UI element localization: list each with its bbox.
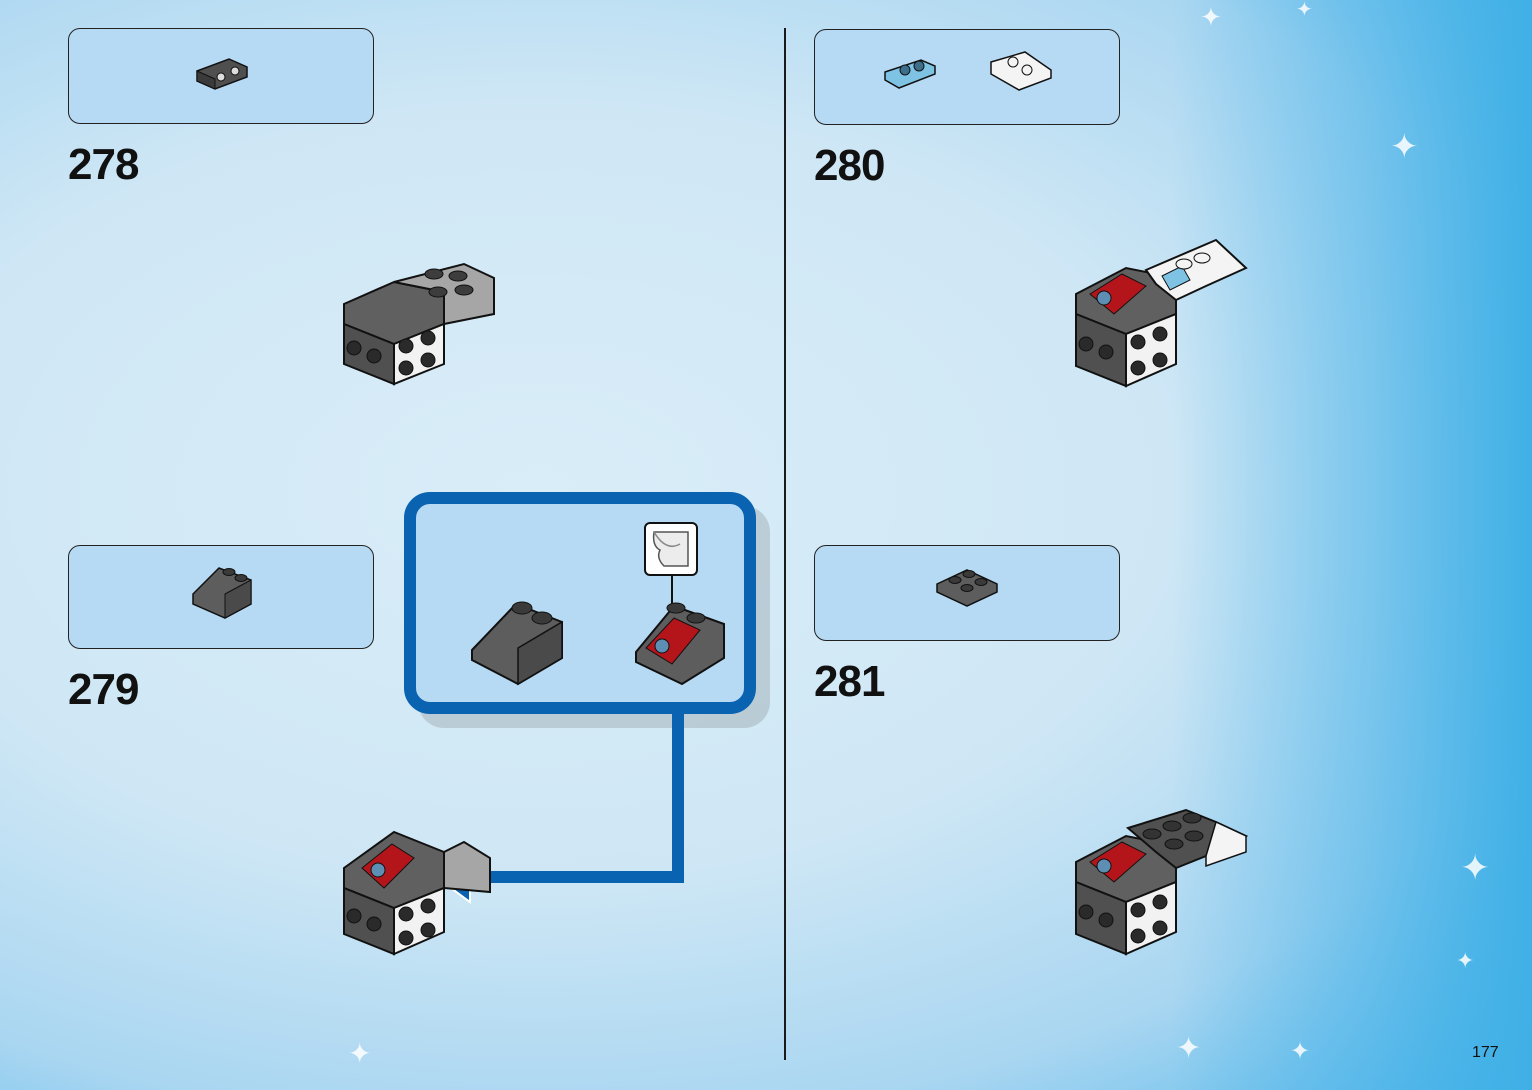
part-plates-icon: [815, 30, 1121, 126]
model-step-280: [1066, 240, 1256, 390]
part-bracket-dark-gray-icon: [69, 29, 375, 125]
step-number-278: 278: [68, 143, 138, 187]
model-step-279: [334, 828, 494, 958]
sparkle-star-icon: ✦: [1200, 4, 1222, 30]
sparkle-star-icon: ✦: [1290, 1040, 1310, 1064]
sub-step-slope-brick: [470, 598, 570, 688]
parts-callout-281: [814, 545, 1120, 641]
sparkle-star-icon: ✦: [1390, 130, 1419, 164]
sticker-icon: [646, 524, 696, 574]
page-number: 177: [1472, 1044, 1499, 1062]
parts-callout-278: [68, 28, 374, 124]
part-slope-dark-gray-icon: [69, 546, 375, 650]
step-number-279: 279: [68, 668, 138, 712]
sparkle-star-icon: ✦: [1456, 950, 1474, 972]
step-number-281: 281: [814, 660, 884, 704]
sparkle-star-icon: ✦: [1176, 1034, 1201, 1064]
sticker-callout: [644, 522, 698, 576]
parts-callout-280: [814, 29, 1120, 125]
sparkle-star-icon: ✦: [1296, 0, 1313, 20]
sub-step-slope-with-sticker: [634, 600, 730, 686]
model-step-278: [334, 264, 494, 384]
sparkle-star-icon: ✦: [1460, 850, 1490, 886]
parts-callout-279: [68, 545, 374, 649]
page-column-divider: [784, 28, 786, 1060]
part-plate-dark-gray-icon: [815, 546, 1121, 642]
sparkle-star-icon: ✦: [348, 1040, 371, 1068]
step-number-280: 280: [814, 144, 884, 188]
model-step-281: [1066, 808, 1256, 958]
